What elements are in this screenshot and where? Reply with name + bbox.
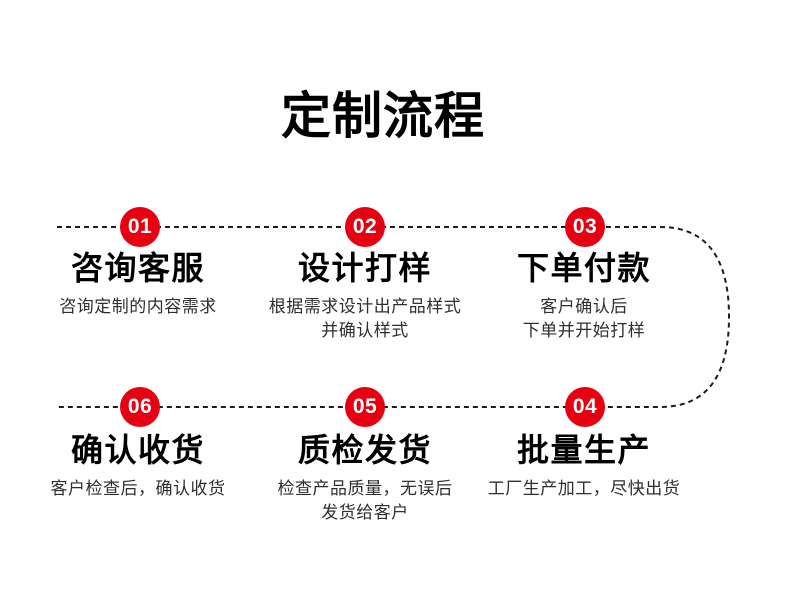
step-desc-line: 咨询定制的内容需求 [59,297,217,316]
step-title: 设计打样 [297,250,432,286]
step-description: 根据需求设计出产品样式 并确认样式 [235,295,495,343]
step-confirm-receipt: 确认收货 客户检查后，确认收货 [8,430,268,501]
step-description: 检查产品质量，无误后 发货给客户 [235,477,495,525]
step-number-badge-04: 04 [565,387,605,427]
step-design: 设计打样 根据需求设计出产品样式 并确认样式 [235,248,495,343]
step-number-badge-02: 02 [345,207,385,247]
step-number-badge-03: 03 [565,207,605,247]
step-title: 批量生产 [516,432,651,468]
step-mass-production: 批量生产 工厂生产加工，尽快出货 [454,430,714,501]
flow-connector-path [57,226,731,408]
step-number-badge-05: 05 [345,387,385,427]
step-description: 客户检查后，确认收货 [8,477,268,501]
step-title: 下单付款 [516,250,651,286]
step-desc-line: 发货给客户 [321,503,409,522]
step-desc-line: 根据需求设计出产品样式 [268,297,462,316]
step-desc-line: 工厂生产加工，尽快出货 [487,479,681,498]
step-desc-line: 下单并开始打样 [522,321,646,340]
step-consult: 咨询客服 咨询定制的内容需求 [8,248,268,319]
step-order-payment: 下单付款 客户确认后 下单并开始打样 [454,248,714,343]
step-description: 工厂生产加工，尽快出货 [454,477,714,501]
step-quality-check-shipping: 质检发货 检查产品质量，无误后 发货给客户 [235,430,495,525]
step-title: 确认收货 [70,432,205,468]
step-desc-line: 客户检查后，确认收货 [50,479,226,498]
step-desc-line: 检查产品质量，无误后 [277,479,453,498]
step-desc-line: 并确认样式 [321,321,409,340]
step-desc-line: 客户确认后 [540,297,628,316]
step-title: 质检发货 [297,432,432,468]
step-number-badge-06: 06 [120,387,160,427]
step-title: 咨询客服 [70,250,205,286]
page-title: 定制流程 [281,88,485,144]
step-description: 咨询定制的内容需求 [8,295,268,319]
step-number-badge-01: 01 [120,207,160,247]
step-description: 客户确认后 下单并开始打样 [454,295,714,343]
